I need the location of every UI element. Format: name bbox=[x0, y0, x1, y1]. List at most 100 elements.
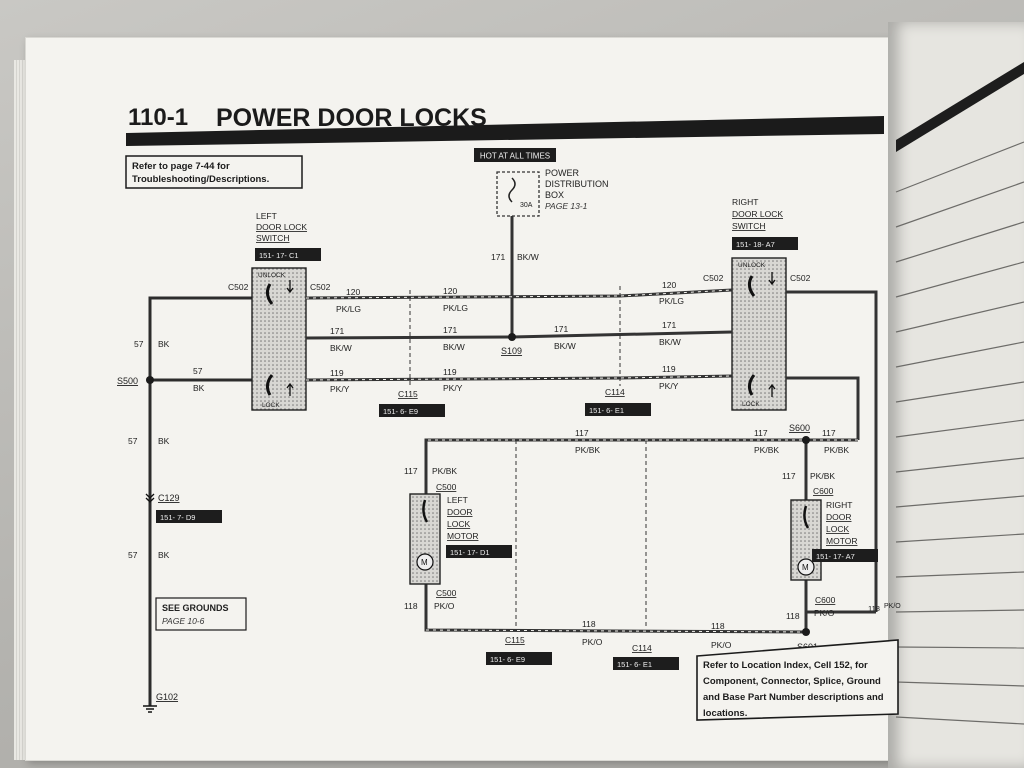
ref-right-switch: 151- 18- A7 bbox=[736, 240, 775, 249]
ref-box-c115-bottom bbox=[486, 652, 552, 665]
ref-box-c114 bbox=[585, 403, 651, 416]
wire-118-right-run bbox=[786, 290, 878, 612]
location-index-box bbox=[696, 639, 899, 721]
svg-text:M: M bbox=[421, 558, 428, 567]
wire-color: PK/LG bbox=[443, 303, 468, 313]
left-switch-arrow-icon bbox=[286, 280, 294, 396]
pdb-label-2: DISTRIBUTION bbox=[545, 179, 609, 189]
splice-s600 bbox=[802, 436, 810, 444]
fuse-rating: 30A bbox=[520, 202, 533, 209]
right-motor-label-4: MOTOR bbox=[826, 536, 857, 546]
location-text-2: Component, Connector, Splice, Ground bbox=[703, 676, 881, 687]
refer-text-2: Troubleshooting/Descriptions. bbox=[132, 174, 269, 185]
wire-number: 57 bbox=[128, 550, 138, 560]
ref-box-c115 bbox=[379, 404, 445, 417]
right-switch-contact-icon bbox=[747, 275, 756, 396]
wire-number: 118 bbox=[711, 621, 725, 631]
motor-icon bbox=[797, 558, 815, 576]
c114-label: C114 bbox=[605, 387, 625, 397]
ref-c115-bottom: 151- 6- E9 bbox=[490, 655, 525, 664]
right-switch-label-2: DOOR LOCK bbox=[732, 209, 783, 219]
c502-label: C502 bbox=[703, 273, 724, 283]
wire-color: PK/O bbox=[711, 640, 732, 650]
s500-label: S500 bbox=[117, 376, 138, 386]
left-motor-label-4: MOTOR bbox=[447, 531, 478, 541]
facing-page-lines bbox=[895, 62, 1024, 725]
wire-number: 117 bbox=[822, 428, 836, 438]
c500-label: C500 bbox=[436, 482, 457, 492]
wire-color: PK/BK bbox=[824, 445, 849, 455]
ref-c129: 151- 7- D9 bbox=[160, 513, 195, 522]
ref-c114-bottom: 151- 6- E1 bbox=[617, 660, 652, 669]
ref-c114: 151- 6- E1 bbox=[589, 406, 624, 415]
wire-number: 117 bbox=[754, 428, 768, 438]
wire-color: PK/O bbox=[884, 603, 901, 610]
c129-label: C129 bbox=[158, 493, 180, 503]
wire-number: 57 bbox=[128, 436, 138, 446]
right-lock-label: LOCK bbox=[742, 401, 760, 408]
right-motor-label-1: RIGHT bbox=[826, 500, 852, 510]
hot-at-all-times: HOT AT ALL TIMES bbox=[480, 152, 550, 161]
wire-color: BK bbox=[158, 339, 170, 349]
wire-color: BK bbox=[158, 436, 170, 446]
ref-box-c114-bottom bbox=[613, 657, 679, 670]
wire-number: 171 bbox=[554, 324, 568, 334]
left-unlock-label: UNLOCK bbox=[258, 272, 286, 279]
wire-color: PK/O bbox=[814, 608, 835, 618]
right-switch-arrow-icon bbox=[768, 272, 776, 397]
wire-number: 117 bbox=[404, 466, 418, 476]
ref-box-left-motor bbox=[446, 545, 512, 558]
c600-label: C600 bbox=[813, 486, 834, 496]
location-text-4: locations. bbox=[703, 708, 747, 719]
ref-box-right-switch bbox=[732, 237, 798, 250]
wire-number: 171 bbox=[443, 325, 457, 335]
left-switch-label-1: LEFT bbox=[256, 211, 277, 221]
wire-color: PK/Y bbox=[659, 381, 679, 391]
right-switch-label-1: RIGHT bbox=[732, 197, 758, 207]
wire-number: 118 bbox=[786, 611, 800, 621]
section-number: 110-1 bbox=[128, 104, 188, 131]
wire-number: 119 bbox=[662, 364, 676, 374]
ref-left-switch: 151- 17- C1 bbox=[259, 251, 299, 260]
right-switch-label-3: SWITCH bbox=[732, 221, 766, 231]
wire-color: BK/W bbox=[554, 341, 576, 351]
left-motor-contact-icon bbox=[422, 499, 429, 523]
wire-number: 120 bbox=[662, 280, 676, 290]
g102-label: G102 bbox=[156, 692, 178, 702]
left-switch-label-3: SWITCH bbox=[256, 233, 290, 243]
c114-label: C114 bbox=[632, 643, 652, 653]
left-switch-label-2: DOOR LOCK bbox=[256, 222, 307, 232]
right-motor-contact-icon bbox=[803, 505, 810, 529]
left-motor-label-1: LEFT bbox=[447, 495, 468, 505]
wire-color: PK/Y bbox=[330, 384, 350, 394]
c115-label: C115 bbox=[398, 389, 418, 399]
splice-s601 bbox=[802, 628, 810, 636]
wire-color: PK/O bbox=[582, 637, 603, 647]
wire-color: PK/BK bbox=[432, 466, 457, 476]
connector-c129-icon bbox=[145, 493, 155, 503]
wire-color: BK bbox=[158, 550, 170, 560]
left-motor-label-3: LOCK bbox=[447, 519, 470, 529]
wire-57-bus bbox=[148, 296, 252, 706]
wire-118-bus bbox=[424, 584, 876, 634]
grounds-text-1: SEE GROUNDS bbox=[162, 603, 229, 613]
pdb-label-3: BOX bbox=[545, 190, 564, 200]
ref-left-motor: 151- 17- D1 bbox=[450, 548, 490, 557]
c502-label: C502 bbox=[310, 282, 331, 292]
right-door-lock-switch bbox=[731, 257, 787, 411]
splice-s109 bbox=[508, 333, 516, 341]
wire-number: 119 bbox=[330, 368, 344, 378]
c502-label: C502 bbox=[790, 273, 811, 283]
splice-s500 bbox=[146, 376, 154, 384]
refer-text-1: Refer to page 7-44 for bbox=[132, 161, 230, 172]
wire-number: 119 bbox=[443, 367, 457, 377]
wire-color: PK/Y bbox=[443, 383, 463, 393]
wire-color: BK/W bbox=[659, 337, 681, 347]
c115-label: C115 bbox=[505, 635, 525, 645]
right-motor-label-2: DOOR bbox=[826, 512, 852, 522]
motor-icon bbox=[416, 553, 434, 571]
wire-color: BK/W bbox=[517, 252, 539, 262]
wire-color: BK/W bbox=[443, 342, 465, 352]
wire-number: 57 bbox=[193, 366, 203, 376]
